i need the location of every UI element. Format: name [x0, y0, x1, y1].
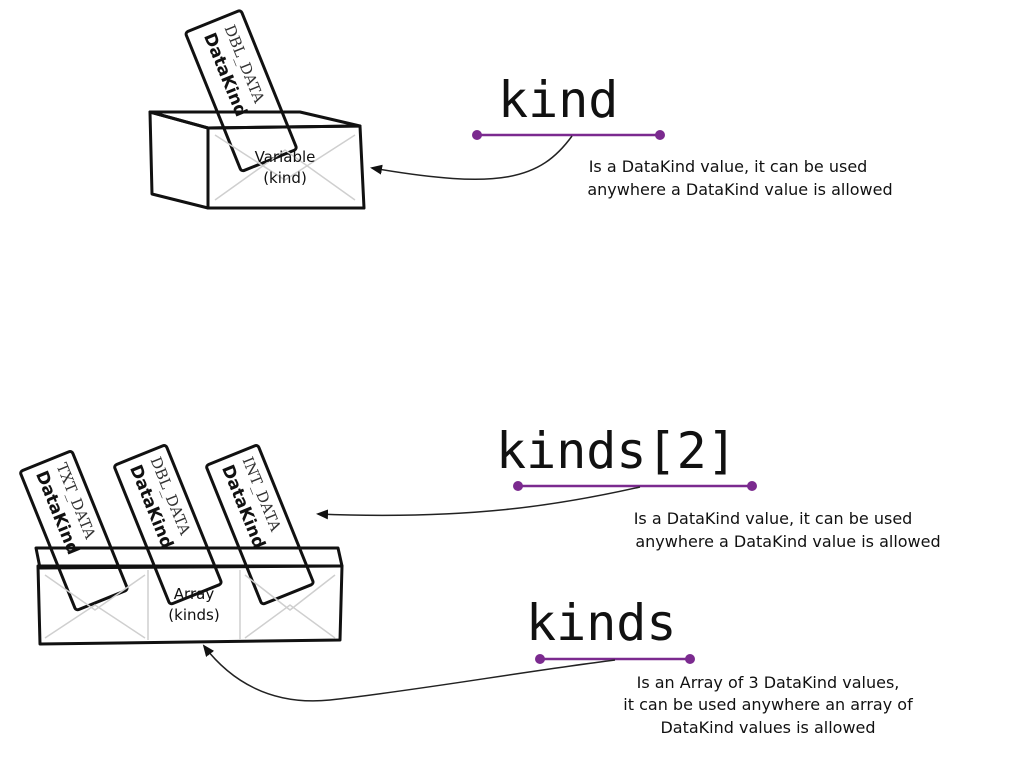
variable-code-underline: [472, 130, 665, 140]
array-box: Array (kinds): [34, 546, 344, 646]
code-kinds-2: kinds[2]: [496, 422, 737, 480]
element-code-underline: [513, 481, 757, 491]
whole-note-line1: Is an Array of 3 DataKind values,: [637, 673, 900, 692]
element-note-line1: Is a DataKind value, it can be used: [634, 509, 913, 528]
whole-code-underline: [535, 654, 695, 664]
whole-note-line2: it can be used anywhere an array of: [623, 695, 913, 714]
array-group: TXT_DATA DataKind DBL_DATA DataKind INT_…: [19, 422, 941, 737]
whole-note-line3: DataKind values is allowed: [660, 718, 875, 737]
variable-note-line1: Is a DataKind value, it can be used: [589, 157, 868, 176]
element-note-line2: anywhere a DataKind value is allowed: [635, 532, 940, 551]
variable-arrow: [370, 135, 573, 180]
variable-group: DBL_DATA DataKind Variable (kind) kind I…: [148, 9, 893, 210]
array-box-label-line2: (kinds): [168, 606, 219, 624]
variable-note-line2: anywhere a DataKind value is allowed: [587, 180, 892, 199]
element-arrow: [316, 486, 641, 520]
variable-box-label-line2: (kind): [263, 169, 307, 187]
array-card-1: TXT_DATA DataKind: [19, 450, 129, 612]
code-kinds: kinds: [526, 594, 677, 652]
whole-arrow: [202, 644, 616, 702]
code-kind: kind: [498, 71, 618, 129]
variable-box: Variable (kind): [148, 110, 366, 210]
array-card-2: DBL_DATA DataKind: [113, 444, 223, 606]
variable-box-label-line1: Variable: [255, 148, 316, 166]
array-box-label-line1: Array: [174, 585, 215, 603]
